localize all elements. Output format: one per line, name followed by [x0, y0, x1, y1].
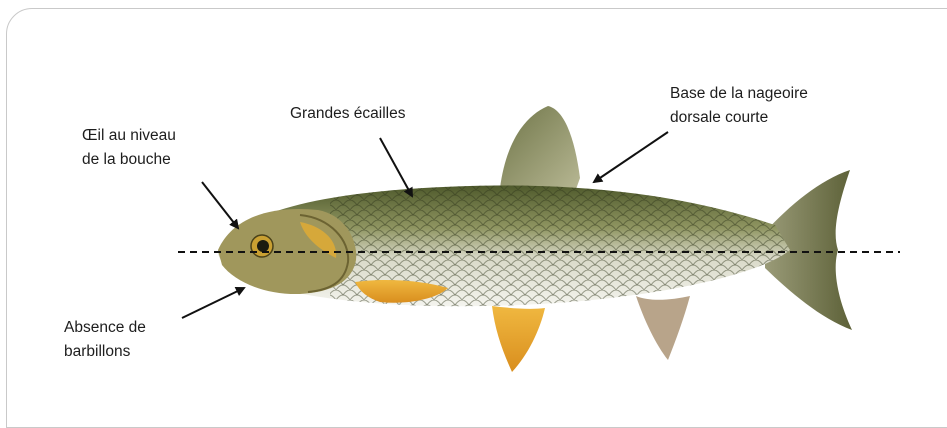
dorsal-label-line2: dorsale courte [670, 106, 808, 130]
barbels-label: Absence de barbillons [64, 316, 146, 364]
eye-label-line1: Œil au niveau [82, 124, 176, 148]
scales-label-line1: Grandes écailles [290, 102, 405, 126]
scales-arrow [380, 138, 412, 196]
dorsal-arrow [594, 132, 668, 182]
dorsal-label: Base de la nageoire dorsale courte [670, 82, 808, 130]
anal-fin [636, 296, 690, 360]
pelvic-fin [492, 306, 545, 372]
dorsal-label-line1: Base de la nageoire [670, 82, 808, 106]
barbels-label-line1: Absence de [64, 316, 146, 340]
eye-label-line2: de la bouche [82, 148, 176, 172]
fish-pupil [257, 240, 269, 252]
eye-label: Œil au niveau de la bouche [82, 124, 176, 172]
barbels-label-line2: barbillons [64, 340, 146, 364]
scales-label: Grandes écailles [290, 102, 405, 126]
dorsal-fin [500, 106, 580, 192]
eye-arrow [202, 182, 238, 228]
barbels-arrow [182, 288, 244, 318]
